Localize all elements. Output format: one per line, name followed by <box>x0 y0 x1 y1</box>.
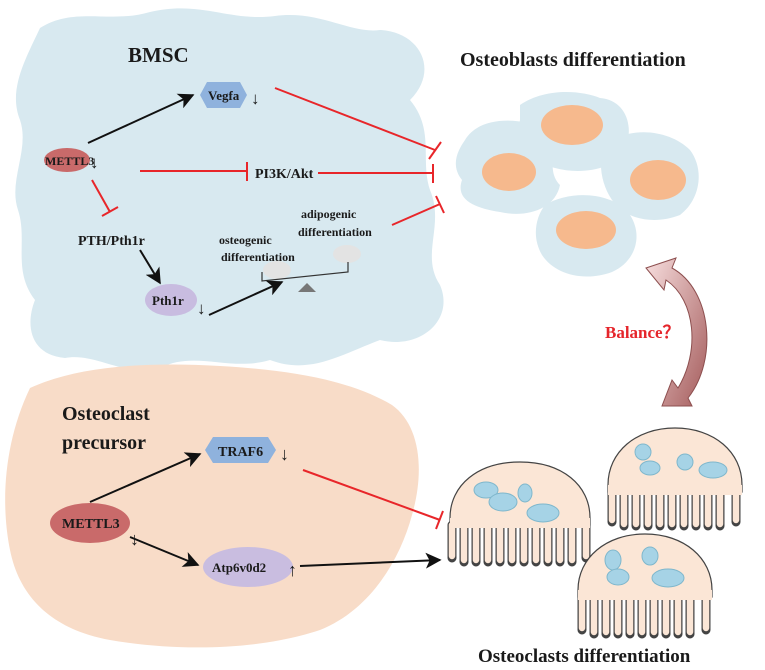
osteoblast-nucleus <box>630 160 686 200</box>
balance-label: Balance？ <box>605 323 680 342</box>
inhibit-mettl3-pth <box>91 179 111 213</box>
atp6v0d2-label: Atp6v0d2 <box>212 560 266 575</box>
vegfa-label: Vegfa <box>208 88 240 103</box>
arrow-mettl3-traf6 <box>89 452 202 503</box>
arrow-atp6v0d2-osteoclasts <box>299 552 442 569</box>
inhibit-traf6-osteoclasts <box>302 469 441 521</box>
balance-fulcrum <box>298 283 316 292</box>
traf6-label: TRAF6 <box>218 445 263 460</box>
traf6-down-arrow: ↓ <box>280 444 289 464</box>
adipogenic-label-1: adipogenic <box>301 207 357 221</box>
precursor-mettl3-down-arrow: ↓ <box>130 529 139 549</box>
osteoblast-cluster <box>455 92 699 277</box>
osteoclast-cell <box>577 533 713 639</box>
osteoblasts-differentiation-label: Osteoblasts differentiation <box>460 49 686 71</box>
mettl3-node <box>44 148 90 172</box>
atp6v0d2-node <box>203 547 293 587</box>
osteoblast-nucleus <box>556 211 616 249</box>
bmsc-title: BMSC <box>128 43 189 67</box>
inhibit-adipogenic-osteoblasts <box>391 203 441 226</box>
arrow-mettl3-vegfa <box>87 93 195 144</box>
adipogenic-cell-node <box>333 245 361 263</box>
precursor-title-line1: Osteoclast <box>62 403 150 425</box>
adipogenic-label-2: differentiation <box>298 225 372 239</box>
arrow-pth1r-differentiation <box>208 280 284 316</box>
osteoclasts-differentiation-label: Osteoclasts differentiation <box>478 646 691 667</box>
precursor-title-line2: precursor <box>62 432 146 454</box>
pth1r-node <box>145 284 197 316</box>
osteoclast-precursor-cell <box>5 364 419 648</box>
osteoclast-cluster <box>447 427 743 639</box>
osteoblast-nucleus <box>482 153 536 191</box>
arrow-mettl3-atp6v0d2 <box>129 536 200 567</box>
balance-scale <box>261 262 349 282</box>
balance-double-arrow <box>645 257 708 407</box>
mettl3-label: METTL3 <box>45 154 94 168</box>
osteoclast-cell <box>447 461 591 567</box>
pth1r-label: Pth1r <box>152 293 184 308</box>
inhibit-vegfa-osteoblasts <box>274 87 436 151</box>
bmsc-cell <box>15 8 444 371</box>
pi3k-akt-label: PI3K/Akt <box>255 167 314 182</box>
atp6v0d2-up-arrow: ↑ <box>288 560 297 580</box>
vegfa-down-arrow: ↓ <box>251 89 260 108</box>
pth-pth1r-label: PTH/Pth1r <box>78 234 145 249</box>
osteogenic-label-2: differentiation <box>221 250 295 264</box>
pth1r-down-arrow: ↓ <box>197 299 206 318</box>
vegfa-node <box>200 82 247 108</box>
precursor-mettl3-label: METTL3 <box>62 517 120 532</box>
traf6-node <box>205 437 276 463</box>
osteogenic-label-1: osteogenic <box>219 233 272 247</box>
osteogenic-cell-node <box>263 261 291 279</box>
precursor-mettl3-node <box>50 503 130 543</box>
osteoblast-nucleus <box>541 105 603 145</box>
osteoclast-cell <box>607 427 743 531</box>
mettl3-down-arrow: ↓ <box>90 153 99 172</box>
arrow-pth-pth1r <box>139 249 161 285</box>
